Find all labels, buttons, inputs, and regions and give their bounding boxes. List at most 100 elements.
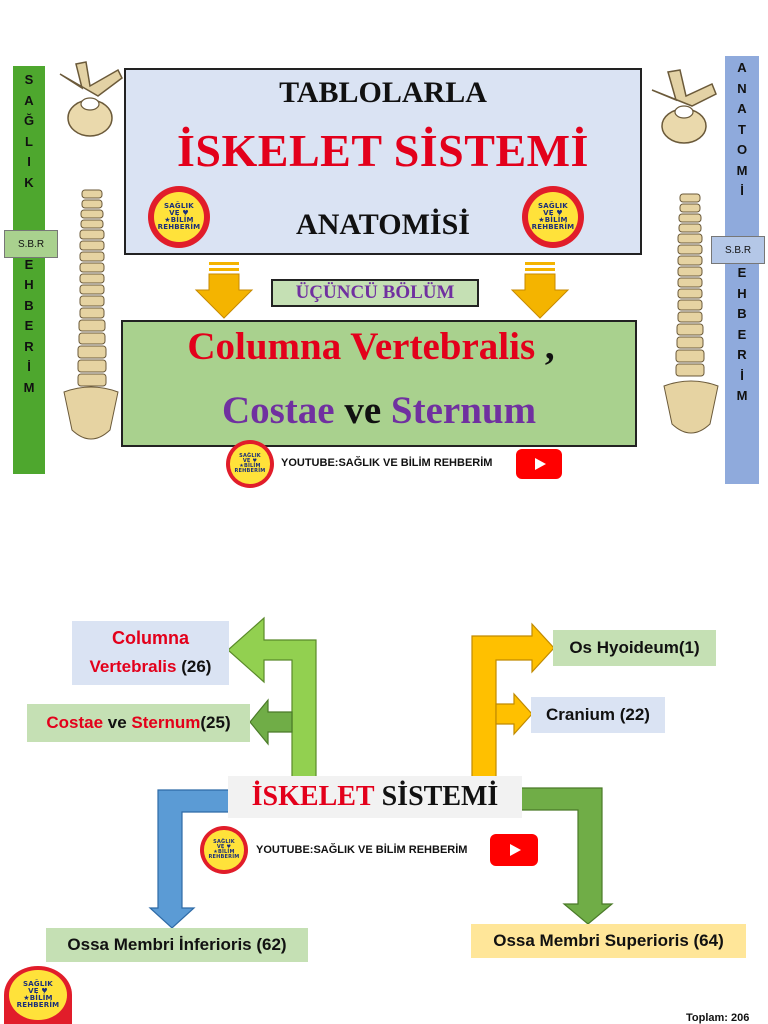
subject-costae: Costae <box>221 389 335 432</box>
vertebra-left-icon <box>59 61 123 137</box>
logo-text: SAĞLIK <box>164 201 194 210</box>
banner-letter: A <box>737 60 747 75</box>
title-box: TABLOLARLA İSKELET SİSTEMİ ANATOMİSİ SAĞ… <box>124 68 642 255</box>
youtube-play-icon-bottom[interactable] <box>490 834 538 866</box>
vertebra-right-icon <box>651 69 717 144</box>
right-vertical-banner: A N A T O M İ R E H B E R İ M <box>725 56 759 484</box>
label-inferior: Ossa Membri İnferioris (62) <box>46 928 308 962</box>
subject-line-2: Costae ve Sternum <box>121 388 637 433</box>
diagram-center-title: İSKELET SİSTEMİ <box>228 776 522 818</box>
label-costae-a: Costae <box>46 713 104 732</box>
arrow-to-inferior <box>148 789 233 929</box>
banner-letter: B <box>24 297 34 313</box>
subject-line-1: Columna Vertebralis , <box>121 324 621 369</box>
subject-ve: ve <box>344 389 382 432</box>
spine-left-icon <box>63 189 119 440</box>
banner-letter: A <box>24 92 34 108</box>
logo-text: REHBERİM <box>208 853 240 860</box>
label-superior: Ossa Membri Superioris (64) <box>471 924 746 958</box>
banner-letter: L <box>25 133 33 149</box>
banner-letter: E <box>737 326 747 342</box>
label-columna-line-2: Vertebralis (26) <box>72 657 229 677</box>
title-line-2: İSKELET SİSTEMİ <box>177 125 589 176</box>
banner-letter: İ <box>740 183 744 198</box>
logo-text: VE ♥ <box>543 208 563 217</box>
subject-columna: Columna Vertebralis <box>187 325 536 368</box>
label-cranium: Cranium (22) <box>531 697 665 733</box>
banner-letter: H <box>737 285 747 301</box>
logo-text: VE ♥ <box>28 987 48 995</box>
banner-letter: R <box>737 347 747 362</box>
youtube-channel-label-top: YOUTUBE:SAĞLIK VE BİLİM REHBERİM <box>281 457 493 469</box>
subject-sternum: Sternum <box>390 389 537 432</box>
logo-text: SAĞLIK <box>239 452 261 459</box>
banner-letter: R <box>24 338 34 354</box>
logo-text: ★BİLİM <box>23 994 53 1002</box>
banner-letter: A <box>737 101 747 116</box>
label-columna-box <box>72 621 229 685</box>
logo-text: VE ♥ <box>242 457 258 464</box>
label-columna-vertebralis: Vertebralis <box>89 657 177 676</box>
logo-text: SAĞLIK <box>538 201 568 210</box>
arrow-to-costae <box>249 698 293 746</box>
banner-letter: M <box>736 162 748 178</box>
label-costae-count: (25) <box>200 713 231 732</box>
logo-text: ★BİLİM <box>538 215 568 224</box>
banner-letter: T <box>738 121 746 137</box>
left-vertical-banner: S A Ğ L I K R E H B E R İ M <box>13 66 45 474</box>
banner-letter: M <box>23 379 35 395</box>
arrow-to-columna <box>227 616 317 779</box>
subject-box <box>121 320 637 447</box>
title-line-3: ANATOMİSİ <box>296 208 470 241</box>
logo-text: VE ♥ <box>169 208 189 217</box>
arrow-to-cranium <box>495 692 533 736</box>
youtube-play-icon-top[interactable] <box>516 449 562 479</box>
banner-letter: O <box>736 142 748 157</box>
logo-text: VE ♥ <box>216 843 232 850</box>
label-costae-ve: ve <box>103 713 132 732</box>
banner-letter: E <box>24 256 34 272</box>
label-columna-count: (26) <box>181 657 212 676</box>
spine-right-icon <box>663 193 719 434</box>
down-arrow-right-icon <box>510 262 570 319</box>
diagram-arrows <box>148 616 614 929</box>
banner-letter: İ <box>740 367 744 383</box>
logo-text: ★BİLİM <box>239 462 261 469</box>
banner-letter: E <box>737 265 747 280</box>
logo-text: REHBERİM <box>16 1001 60 1009</box>
banner-letter: M <box>736 388 748 403</box>
left-sbr-tag: S.B.R <box>4 230 58 258</box>
center-title-black: SİSTEMİ <box>381 781 499 812</box>
logo-text: ★BİLİM <box>213 848 235 855</box>
arrow-to-superior <box>519 787 614 925</box>
logo-text: SAĞLIK <box>23 980 53 988</box>
total-label: Toplam: 206 <box>686 1012 750 1024</box>
center-title-red: İSKELET <box>251 781 375 812</box>
banner-letter: İ <box>27 359 31 374</box>
banner-letter: S <box>24 72 34 87</box>
banner-letter: I <box>27 154 31 169</box>
banner-letter: E <box>24 318 34 333</box>
logo-text: ★BİLİM <box>164 215 194 224</box>
banner-letter: H <box>24 277 34 292</box>
label-costae: Costae ve Sternum(25) <box>27 704 250 742</box>
right-sbr-tag: S.B.R <box>711 236 765 264</box>
youtube-channel-label-bottom: YOUTUBE:SAĞLIK VE BİLİM REHBERİM <box>256 844 468 856</box>
banner-letter: N <box>737 80 747 96</box>
logo-text: REHBERİM <box>531 222 575 231</box>
label-columna-line-1: Columna <box>111 628 189 648</box>
logo-text: REHBERİM <box>157 222 201 231</box>
down-arrow-left-icon <box>194 262 254 319</box>
label-costae-sternum: Sternum <box>131 713 201 732</box>
section-label: ÜÇÜNCÜ BÖLÜM <box>271 279 479 307</box>
logo-text: REHBERİM <box>234 467 266 474</box>
subject-comma: , <box>544 325 555 368</box>
title-line-1: TABLOLARLA <box>279 76 487 109</box>
label-hyoideum: Os Hyoideum(1) <box>553 630 716 666</box>
banner-letter: B <box>737 306 747 321</box>
